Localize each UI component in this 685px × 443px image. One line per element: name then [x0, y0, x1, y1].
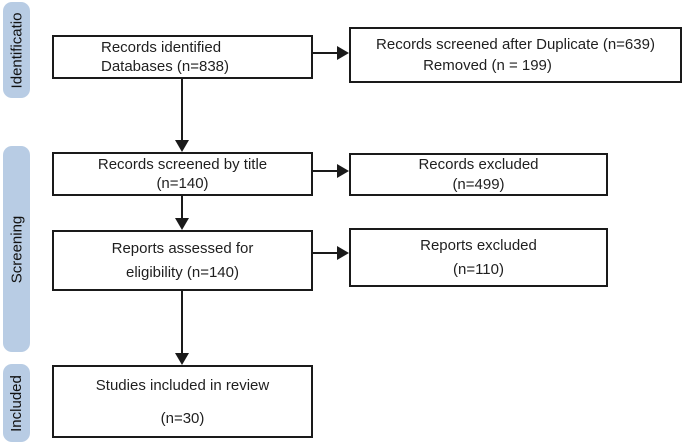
stage-label-included: Included: [8, 374, 25, 432]
box-records-identified-line2: Databases (n=838): [101, 58, 229, 75]
box-screened-after-duplicate: Records screened after Duplicate (n=639)…: [349, 27, 682, 83]
stage-label-identification: Identificatio: [8, 12, 26, 88]
box-reports-assessed: Reports assessed for eligibility (n=140): [52, 230, 313, 291]
arrow-identified-to-duplicate-shaft: [313, 52, 339, 54]
box-studies-included-line2: (n=30): [160, 409, 205, 427]
arrow-assessed-to-included-shaft: [181, 291, 183, 355]
box-screened-by-title-line2: (n=140): [156, 175, 209, 192]
box-reports-excluded-line2: (n=110): [452, 261, 504, 278]
arrow-title-to-assessed-head-icon: [175, 218, 189, 230]
box-reports-excluded: Reports excluded (n=110): [349, 228, 608, 287]
box-studies-included-line1: Studies included in review: [95, 376, 270, 394]
box-records-excluded-line1: Records excluded: [418, 156, 539, 173]
box-reports-excluded-line1: Reports excluded: [420, 237, 537, 254]
box-screened-by-title-line1: Records screened by title: [97, 156, 268, 173]
arrow-title-to-records-excluded-head-icon: [337, 164, 349, 178]
box-screened-after-duplicate-line1: Records screened after Duplicate (n=639): [376, 36, 655, 53]
box-studies-included: Studies included in review (n=30): [52, 365, 313, 438]
box-screened-after-duplicate-line2: Removed (n = 199): [423, 57, 552, 74]
arrow-identified-to-title-shaft: [181, 79, 183, 143]
arrow-identified-to-duplicate-head-icon: [337, 46, 349, 60]
stage-label-screening: Screening: [8, 215, 26, 283]
stage-pill-identification: Identificatio: [3, 2, 30, 98]
stage-pill-screening: Screening: [3, 146, 30, 352]
arrow-title-to-records-excluded-shaft: [313, 170, 339, 172]
box-reports-assessed-line2: eligibility (n=140): [126, 264, 239, 281]
box-records-excluded: Records excluded (n=499): [349, 153, 608, 196]
box-records-identified: Records identified Databases (n=838): [52, 35, 313, 79]
box-records-identified-line1: Records identified: [101, 39, 222, 56]
arrow-title-to-assessed-shaft: [181, 196, 183, 220]
arrow-assessed-to-reports-excluded-head-icon: [337, 246, 349, 260]
arrow-assessed-to-reports-excluded-shaft: [313, 252, 339, 254]
arrow-assessed-to-included-head-icon: [175, 353, 189, 365]
arrow-identified-to-title-head-icon: [175, 140, 189, 152]
stage-pill-included: Included: [3, 364, 30, 442]
box-screened-by-title: Records screened by title (n=140): [52, 152, 313, 196]
box-records-excluded-line2: (n=499): [452, 176, 505, 193]
box-reports-assessed-line1: Reports assessed for: [111, 240, 254, 257]
